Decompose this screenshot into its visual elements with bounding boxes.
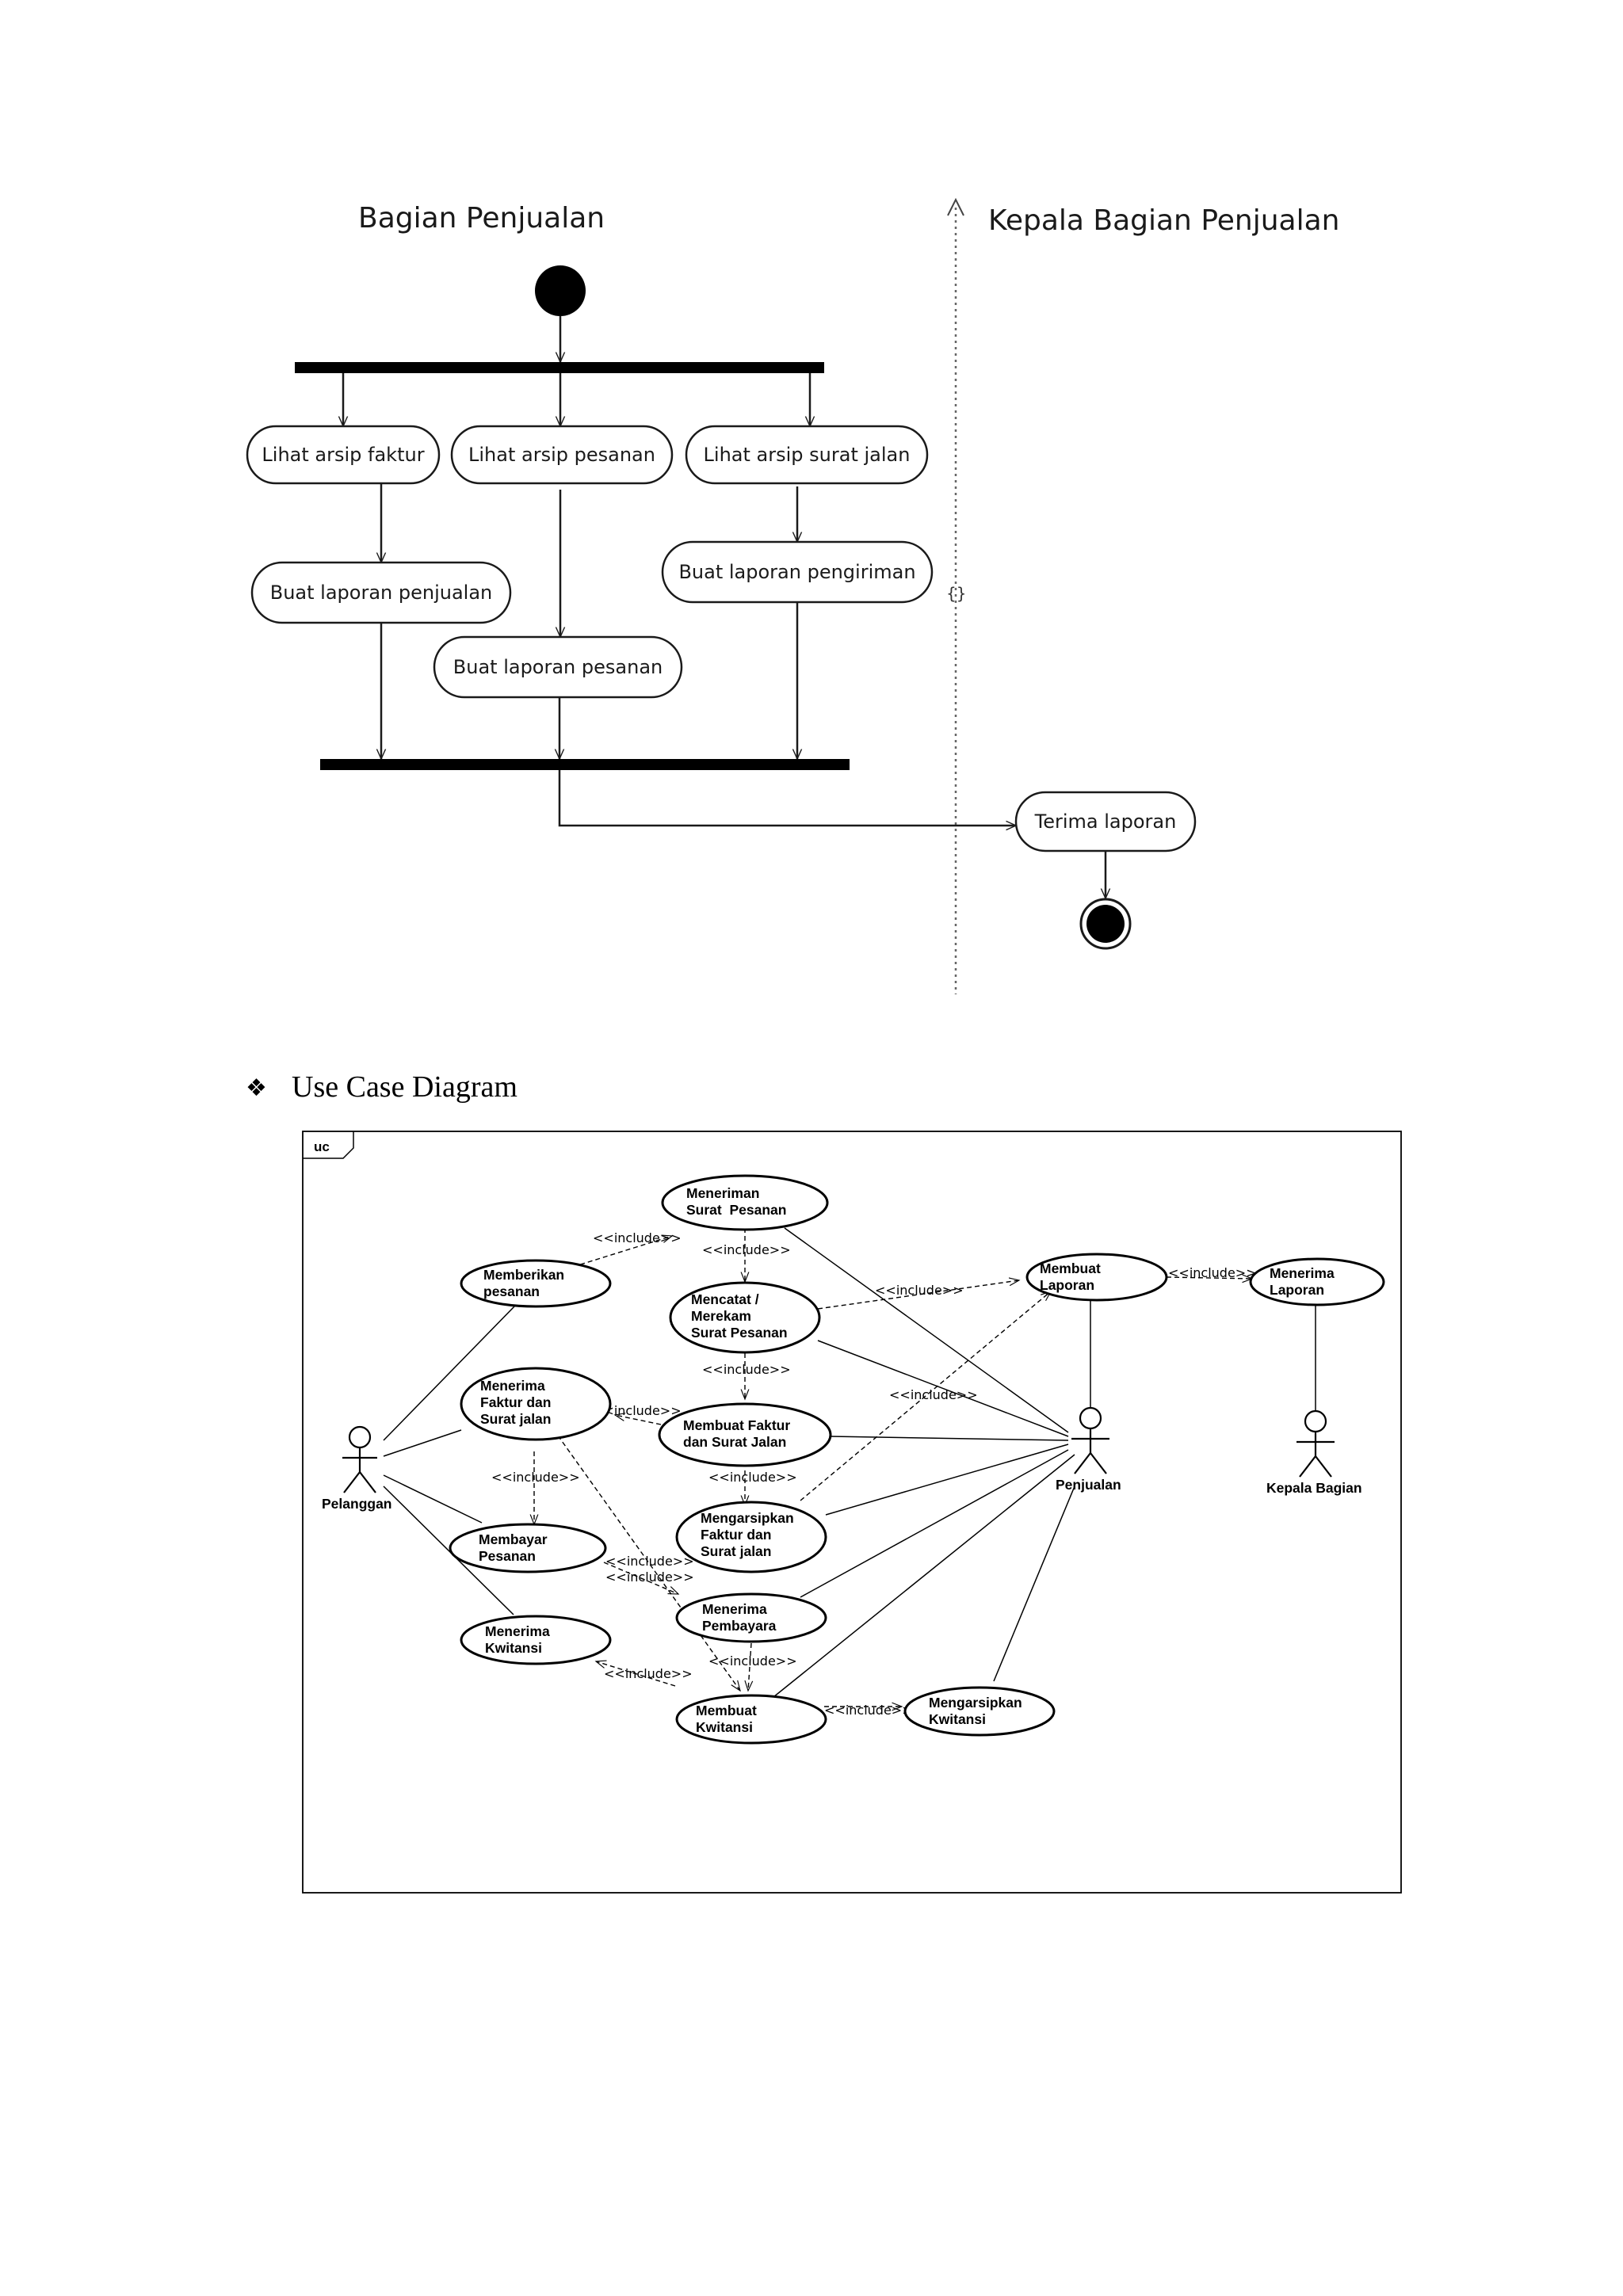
usecase-line: dan Surat Jalan xyxy=(683,1434,786,1450)
usecase-line: Menerima xyxy=(1270,1265,1335,1281)
include-label: <<include>> xyxy=(702,1242,791,1257)
join-bar xyxy=(320,759,850,770)
actor-pelanggan xyxy=(342,1425,377,1493)
include-label: <<include>> xyxy=(1168,1265,1257,1280)
usecase-line: Menerima xyxy=(485,1623,550,1639)
actor-label-penjualan: Penjualan xyxy=(1056,1477,1121,1493)
usecase-memberikan-pesanan: Memberikan pesanan xyxy=(483,1267,564,1299)
section-heading: ❖ Use Case Diagram xyxy=(246,1070,517,1104)
action-buat-laporan-penjualan: Buat laporan penjualan xyxy=(250,561,512,624)
action-label: Terima laporan xyxy=(1034,810,1177,833)
include-label: <<include>> xyxy=(889,1387,978,1402)
usecase-line: Memberikan xyxy=(483,1267,564,1283)
action-lihat-arsip-faktur: Lihat arsip faktur xyxy=(246,425,441,485)
actor-label-kepala-bagian: Kepala Bagian xyxy=(1266,1480,1362,1496)
usecase-menerima-kwitansi: Menerima Kwitansi xyxy=(485,1623,550,1656)
usecase-membayar-pesanan: Membayar Pesanan xyxy=(479,1531,548,1564)
include-label: <<include>> xyxy=(708,1653,797,1669)
fork-bar xyxy=(295,362,824,373)
usecase-line: Kwitansi xyxy=(696,1719,753,1735)
usecase-line: Surat jalan xyxy=(701,1543,771,1559)
usecase-line: Kwitansi xyxy=(929,1711,986,1727)
include-label: <<include>> xyxy=(604,1666,693,1681)
usecase-line: Faktur dan xyxy=(701,1527,771,1543)
usecase-line: Membuat xyxy=(1040,1261,1101,1276)
usecase-membuat-faktur: Membuat Faktur dan Surat Jalan xyxy=(683,1417,790,1450)
actor-penjualan xyxy=(1071,1406,1109,1474)
action-label: Buat laporan penjualan xyxy=(270,582,493,604)
usecase-line: Surat Pesanan xyxy=(691,1325,788,1341)
usecase-line: Surat jalan xyxy=(480,1411,551,1427)
usecase-line: Laporan xyxy=(1040,1277,1094,1293)
usecase-line: Kwitansi xyxy=(485,1640,542,1656)
usecase-menerima-pembayaran: Menerima Pembayara xyxy=(702,1601,777,1634)
usecase-meneriman-surat-pesanan: Meneriman Surat Pesanan xyxy=(686,1185,786,1218)
include-label: <<include>> xyxy=(605,1554,694,1569)
action-buat-laporan-pesanan: Buat laporan pesanan xyxy=(433,635,683,699)
usecase-line: Membayar xyxy=(479,1531,548,1547)
usecase-line: pesanan xyxy=(483,1283,540,1299)
usecase-line: Merekam xyxy=(691,1308,751,1324)
include-relations xyxy=(534,1228,1252,1707)
partition-marker: {} xyxy=(946,584,966,603)
action-lihat-arsip-surat-jalan: Lihat arsip surat jalan xyxy=(685,425,929,485)
usecase-line: Mencatat / xyxy=(691,1291,759,1307)
lane-label-kepala-bagian: Kepala Bagian Penjualan xyxy=(988,204,1339,237)
action-label: Buat laporan pengiriman xyxy=(678,561,915,583)
usecase-line: Menerima xyxy=(702,1601,767,1617)
usecase-line: Mengarsipkan xyxy=(701,1510,794,1526)
section-title: Use Case Diagram xyxy=(292,1070,517,1104)
include-label: <<include>> xyxy=(702,1362,791,1377)
usecase-mengarsipkan-kwitansi: Mengarsipkan Kwitansi xyxy=(929,1695,1022,1727)
action-buat-laporan-pengiriman: Buat laporan pengiriman xyxy=(661,540,934,604)
usecase-line: Membuat Faktur xyxy=(683,1417,790,1433)
lane-label-bagian-penjualan: Bagian Penjualan xyxy=(358,202,605,235)
usecase-labels: Meneriman Surat Pesanan Memberikan pesan… xyxy=(479,1185,1335,1735)
usecase-line: Pesanan xyxy=(479,1548,536,1564)
actor-label-pelanggan: Pelanggan xyxy=(322,1496,392,1512)
uc-frame-label: uc xyxy=(314,1139,330,1154)
usecase-diagram: uc xyxy=(302,1131,1402,1894)
usecase-menerima-laporan: Menerima Laporan xyxy=(1270,1265,1335,1298)
actor-kepala-bagian xyxy=(1296,1409,1335,1478)
final-node xyxy=(1079,898,1132,950)
include-label: <<include>> xyxy=(605,1569,694,1585)
usecase-mengarsipkan-faktur: Mengarsipkan Faktur dan Surat jalan xyxy=(701,1510,794,1559)
action-label: Lihat arsip surat jalan xyxy=(704,444,911,466)
usecase-line: Surat Pesanan xyxy=(686,1202,786,1218)
usecase-line: Faktur dan xyxy=(480,1394,551,1410)
include-labels: <<include>> <<include>> <<include>> <<in… xyxy=(491,1230,1257,1718)
uc-frame-tab xyxy=(303,1131,354,1159)
usecase-membuat-laporan: Membuat Laporan xyxy=(1040,1261,1101,1293)
include-label: <<include>> xyxy=(824,1703,913,1718)
bullet-icon: ❖ xyxy=(246,1074,267,1102)
include-label: <<include>> xyxy=(491,1470,580,1485)
include-label: <<include>> xyxy=(593,1403,682,1418)
action-label: Lihat arsip faktur xyxy=(262,444,424,466)
uc-frame xyxy=(302,1131,1402,1894)
swimlane-arrowhead-icon xyxy=(947,197,964,216)
action-terima-laporan: Terima laporan xyxy=(1014,791,1197,852)
action-label: Buat laporan pesanan xyxy=(453,656,663,678)
usecase-line: Meneriman xyxy=(686,1185,759,1201)
include-label: <<include>> xyxy=(708,1470,797,1485)
usecase-line: Membuat xyxy=(696,1703,757,1718)
usecase-menerima-faktur: Menerima Faktur dan Surat jalan xyxy=(480,1378,551,1427)
usecase-line: Mengarsipkan xyxy=(929,1695,1022,1711)
action-lihat-arsip-pesanan: Lihat arsip pesanan xyxy=(450,425,674,485)
usecase-membuat-kwitansi: Membuat Kwitansi xyxy=(696,1703,757,1735)
usecase-ellipses xyxy=(449,1174,1385,1745)
activity-diagram: Bagian Penjualan Kepala Bagian Penjualan… xyxy=(246,197,1339,994)
include-label: <<include>> xyxy=(875,1283,964,1298)
usecase-line: Menerima xyxy=(480,1378,545,1394)
usecase-line: Laporan xyxy=(1270,1282,1324,1298)
include-label: <<include>> xyxy=(593,1230,682,1245)
usecase-mencatat-surat-pesanan: Mencatat / Merekam Surat Pesanan xyxy=(691,1291,788,1341)
initial-node xyxy=(535,265,586,316)
usecase-line: Pembayara xyxy=(702,1618,777,1634)
associations xyxy=(383,1227,1316,1698)
action-label: Lihat arsip pesanan xyxy=(468,444,655,466)
